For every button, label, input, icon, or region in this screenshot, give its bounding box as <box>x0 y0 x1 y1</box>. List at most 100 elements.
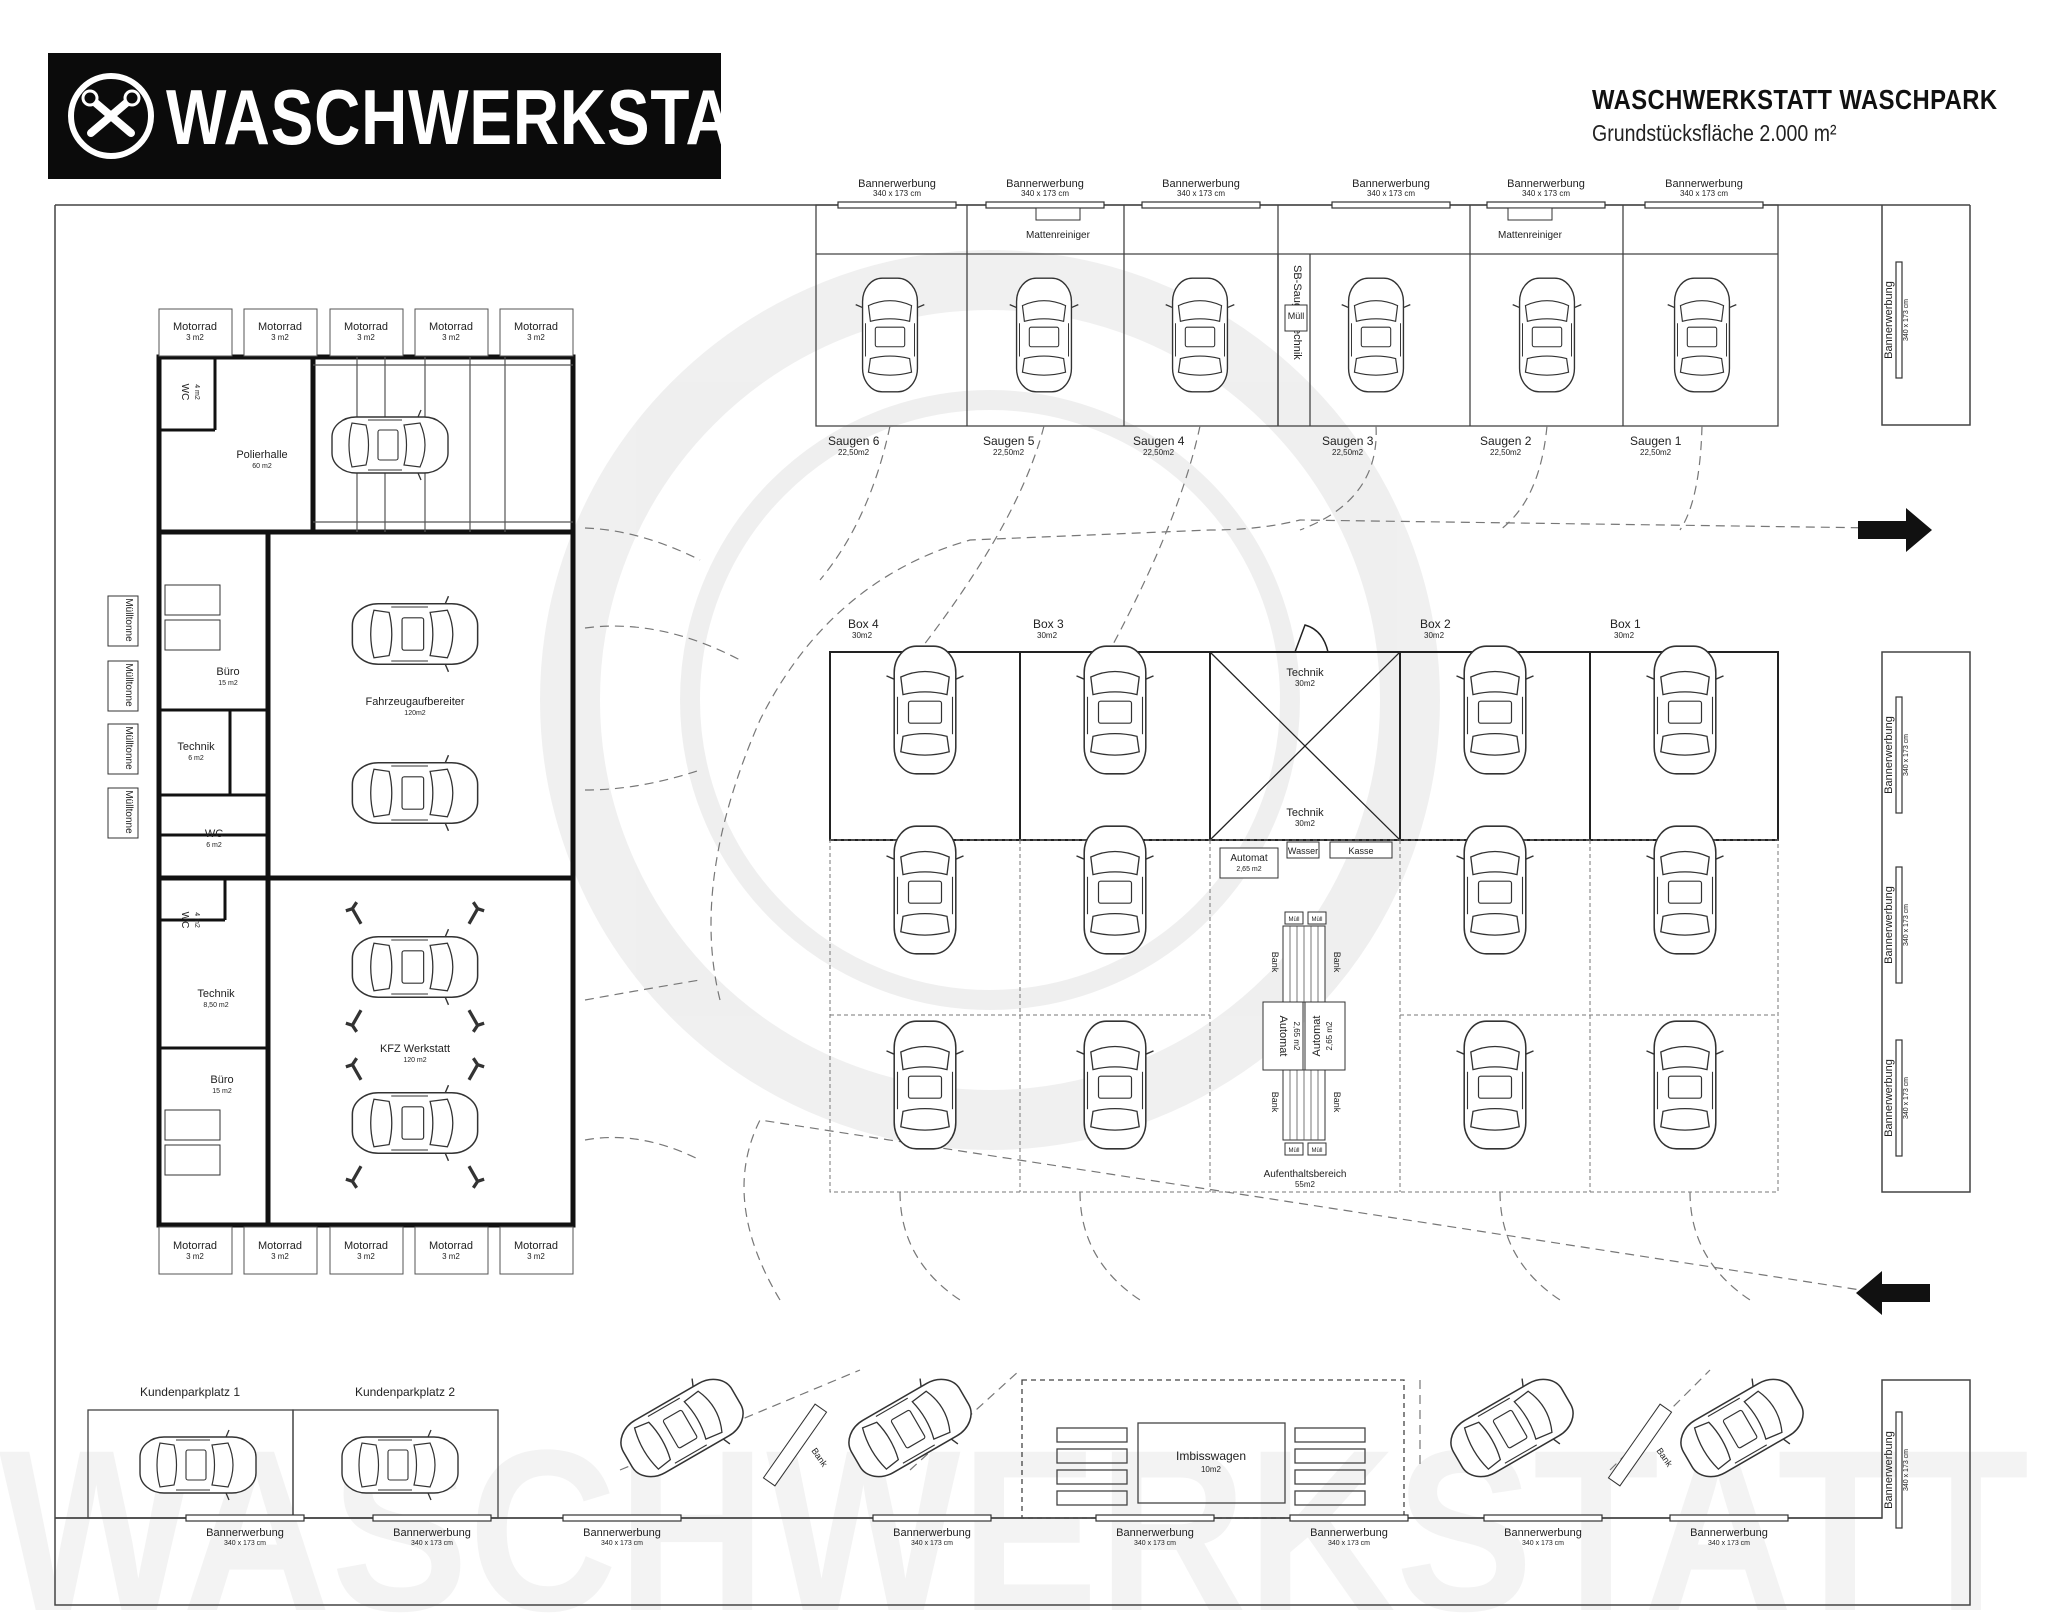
banner-bottom-size-7: 340 x 173 cm <box>1522 1540 1564 1547</box>
banner-right-size-1: 340 x 173 cm <box>1903 299 1910 341</box>
moto-bottom-area-1: 3 m2 <box>186 1252 204 1261</box>
banner-bottom-7-bar <box>1483 1514 1603 1522</box>
muell-small-label-2: Müll <box>1311 917 1322 923</box>
muelltonne-1 <box>107 595 139 647</box>
banner-top-3-bar <box>1141 201 1261 209</box>
moto-top-label-2: Motorrad <box>258 321 302 333</box>
moto-top-1 <box>158 308 233 357</box>
car-box-11 <box>1455 1020 1535 1150</box>
room-wc2-label: WC <box>205 828 223 840</box>
room-buero2-area: 15 m2 <box>212 1088 232 1095</box>
banner-bottom-size-4: 340 x 173 cm <box>911 1540 953 1547</box>
banner-top-6-bar <box>1644 201 1764 209</box>
banner-bottom-5-bar <box>1095 1514 1215 1522</box>
box-label-1: Box 4 <box>848 617 879 631</box>
automat-box-3 <box>1304 1001 1346 1071</box>
room-fahrzeug-area: 120m2 <box>404 710 426 717</box>
muelltonne-2 <box>107 660 139 712</box>
moto-top-2 <box>243 308 318 357</box>
banner-bottom-label-1: Bannerwerbung <box>206 1527 284 1539</box>
banner-right-label-5: Bannerwerbung <box>1883 1431 1895 1509</box>
mattenreiniger-label-1: Mattenreiniger <box>1026 230 1091 241</box>
room-buero2-label: Büro <box>210 1074 233 1086</box>
car-box-12 <box>1645 1020 1725 1150</box>
technik-box-label-1: Technik <box>1286 667 1324 679</box>
room-technik2-label: Technik <box>197 988 235 1000</box>
banner-bottom-size-1: 340 x 173 cm <box>224 1540 266 1547</box>
room-wc-area: 4 m2 <box>193 384 200 400</box>
banner-bottom-size-2: 340 x 173 cm <box>411 1540 453 1547</box>
wrench-emblem-icon <box>68 73 154 159</box>
car-box-5 <box>885 825 965 955</box>
car-fahrzeug-1 <box>351 595 479 673</box>
banner-bottom-2-bar <box>372 1514 492 1522</box>
banner-top-label-2: Bannerwerbung <box>1006 178 1084 190</box>
muelltonne-3 <box>107 723 139 775</box>
box-area-2: 30m2 <box>1037 631 1058 640</box>
bank-label-4: Bank <box>1332 1092 1342 1113</box>
muell-small-4 <box>1307 1142 1327 1156</box>
banner-right-size-5: 340 x 173 cm <box>1903 1449 1910 1491</box>
box-label-3: Box 2 <box>1420 617 1451 631</box>
banner-top-4-bar <box>1331 201 1451 209</box>
technik-box-area-2: 30m2 <box>1295 819 1316 828</box>
banner-right-size-2: 340 x 173 cm <box>1903 734 1910 776</box>
banner-right-1-bar <box>1895 261 1903 379</box>
banner-right-4-bar <box>1895 1039 1903 1157</box>
room-wc3-area: 4 m2 <box>193 912 200 928</box>
muelltonne-label-3: Mülltonne <box>123 726 134 770</box>
car-box-4 <box>1645 645 1725 775</box>
banner-right-label-3: Bannerwerbung <box>1883 886 1895 964</box>
car-kfz-2 <box>344 1056 486 1190</box>
banner-bottom-8-bar <box>1669 1514 1789 1522</box>
saugen-area-4: 22,50m2 <box>1332 448 1364 457</box>
banner-bottom-label-3: Bannerwerbung <box>583 1527 661 1539</box>
banner-bottom-label-6: Bannerwerbung <box>1310 1527 1388 1539</box>
box-block <box>829 651 1779 841</box>
room-fahrzeug-label: Fahrzeugaufbereiter <box>365 696 464 708</box>
building-outline <box>156 354 576 1228</box>
car-saugen-3 <box>1165 277 1235 393</box>
banner-top-size-4: 340 x 173 cm <box>1367 189 1415 198</box>
wasser-label: Wasser <box>1288 846 1318 856</box>
car-box-9 <box>885 1020 965 1150</box>
automat-box-1 <box>1219 847 1279 879</box>
room-technik2-area: 8,50 m2 <box>203 1002 228 1009</box>
moto-bottom-2 <box>243 1226 318 1275</box>
box-area-1: 30m2 <box>852 631 873 640</box>
car-fahrzeug-2 <box>351 754 479 832</box>
banner-bottom-label-4: Bannerwerbung <box>893 1527 971 1539</box>
room-wc3-label: WC <box>179 912 190 929</box>
moto-top-5 <box>499 308 574 357</box>
wasser-box <box>1286 841 1320 859</box>
logo-text: WASCHWERKSTATT <box>166 73 808 161</box>
moto-bottom-area-3: 3 m2 <box>357 1252 375 1261</box>
box-area-4: 30m2 <box>1614 631 1635 640</box>
moto-top-label-1: Motorrad <box>173 321 217 333</box>
room-wc2-area: 6 m2 <box>206 842 222 849</box>
banner-bottom-size-3: 340 x 173 cm <box>601 1540 643 1547</box>
moto-bottom-1 <box>158 1226 233 1275</box>
automat-label-3: Automat <box>1311 1016 1323 1057</box>
car-kfz-1 <box>344 900 486 1034</box>
bank-label-3: Bank <box>1270 1092 1280 1113</box>
car-saugen-5 <box>1512 277 1582 393</box>
moto-bottom-area-2: 3 m2 <box>271 1252 289 1261</box>
muelltonne-label-1: Mülltonne <box>123 598 134 642</box>
page-title: WASCHWERKSTATT WASCHPARK <box>1592 84 1998 115</box>
automat-area-2: 2,65 m2 <box>1292 1022 1301 1051</box>
moto-top-label-3: Motorrad <box>344 321 388 333</box>
bench-angled-1 <box>762 1403 828 1487</box>
saugen-label-3: Saugen 4 <box>1133 434 1185 448</box>
desk-2 <box>164 619 221 651</box>
moto-bottom-label-4: Motorrad <box>429 1240 473 1252</box>
banner-top-label-5: Bannerwerbung <box>1507 178 1585 190</box>
car-kunden-1 <box>139 1429 257 1501</box>
technik-box-label-2: Technik <box>1286 807 1324 819</box>
banner-top-size-3: 340 x 173 cm <box>1177 189 1225 198</box>
page-subtitle: Grundstücksfläche 2.000 m² <box>1592 120 1837 146</box>
muell-small-label-4: Müll <box>1311 1148 1322 1154</box>
muell-small-2 <box>1307 911 1327 925</box>
banner-top-size-5: 340 x 173 cm <box>1522 189 1570 198</box>
